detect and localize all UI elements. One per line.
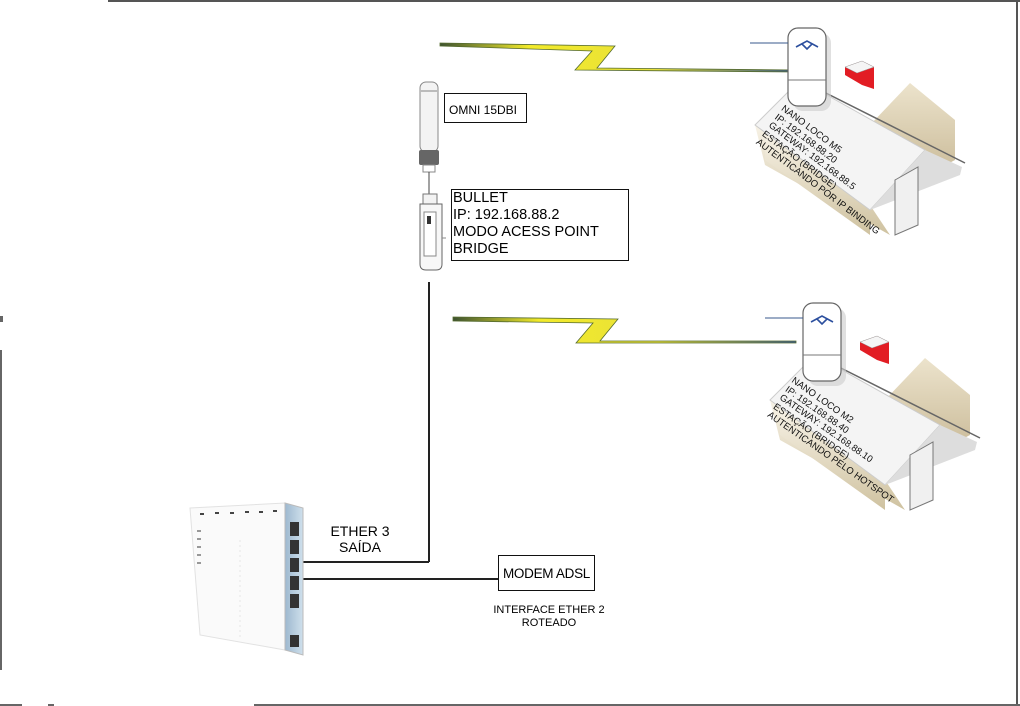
bullet-label: BULLET IP: 192.168.88.2 MODO ACESS POINT… bbox=[451, 189, 629, 261]
house-icon bbox=[765, 302, 981, 511]
ether3-label: ETHER 3 SAÍDA bbox=[320, 523, 400, 555]
router-icon bbox=[189, 502, 304, 656]
ether3-line: ETHER 3 bbox=[330, 523, 390, 539]
ether2-line: ROTEADO bbox=[521, 617, 577, 629]
cable-ether2 bbox=[302, 578, 498, 580]
frame-border-tick bbox=[0, 316, 3, 322]
bullet-radio-icon bbox=[419, 193, 446, 271]
frame-border-bottom bbox=[0, 704, 22, 706]
bullet-line: IP: 192.168.88.2 bbox=[453, 207, 560, 223]
omni-antenna-icon bbox=[419, 81, 439, 194]
lightning-bolt-icon bbox=[452, 316, 797, 344]
cable-ether3 bbox=[302, 561, 429, 563]
frame-border-left bbox=[0, 350, 2, 670]
frame-border-bottom bbox=[254, 704, 1020, 706]
frame-border-right bbox=[1016, 0, 1018, 706]
ether2-caption: INTERFACE ETHER 2 ROTEADO bbox=[480, 604, 618, 630]
modem-label: MODEM ADSL bbox=[498, 555, 595, 591]
frame-border-top bbox=[108, 0, 1020, 2]
house-icon bbox=[750, 27, 966, 236]
bullet-line: MODO ACESS POINT bbox=[453, 224, 599, 240]
bullet-line: BRIDGE bbox=[453, 241, 509, 257]
cable-ether3 bbox=[428, 282, 430, 562]
antenna-label: OMNI 15DBI bbox=[444, 93, 527, 123]
ether3-line: SAÍDA bbox=[338, 539, 381, 555]
bullet-line: BULLET bbox=[453, 190, 508, 206]
ether2-line: INTERFACE ETHER 2 bbox=[493, 604, 605, 616]
frame-border-bottom bbox=[48, 704, 54, 706]
